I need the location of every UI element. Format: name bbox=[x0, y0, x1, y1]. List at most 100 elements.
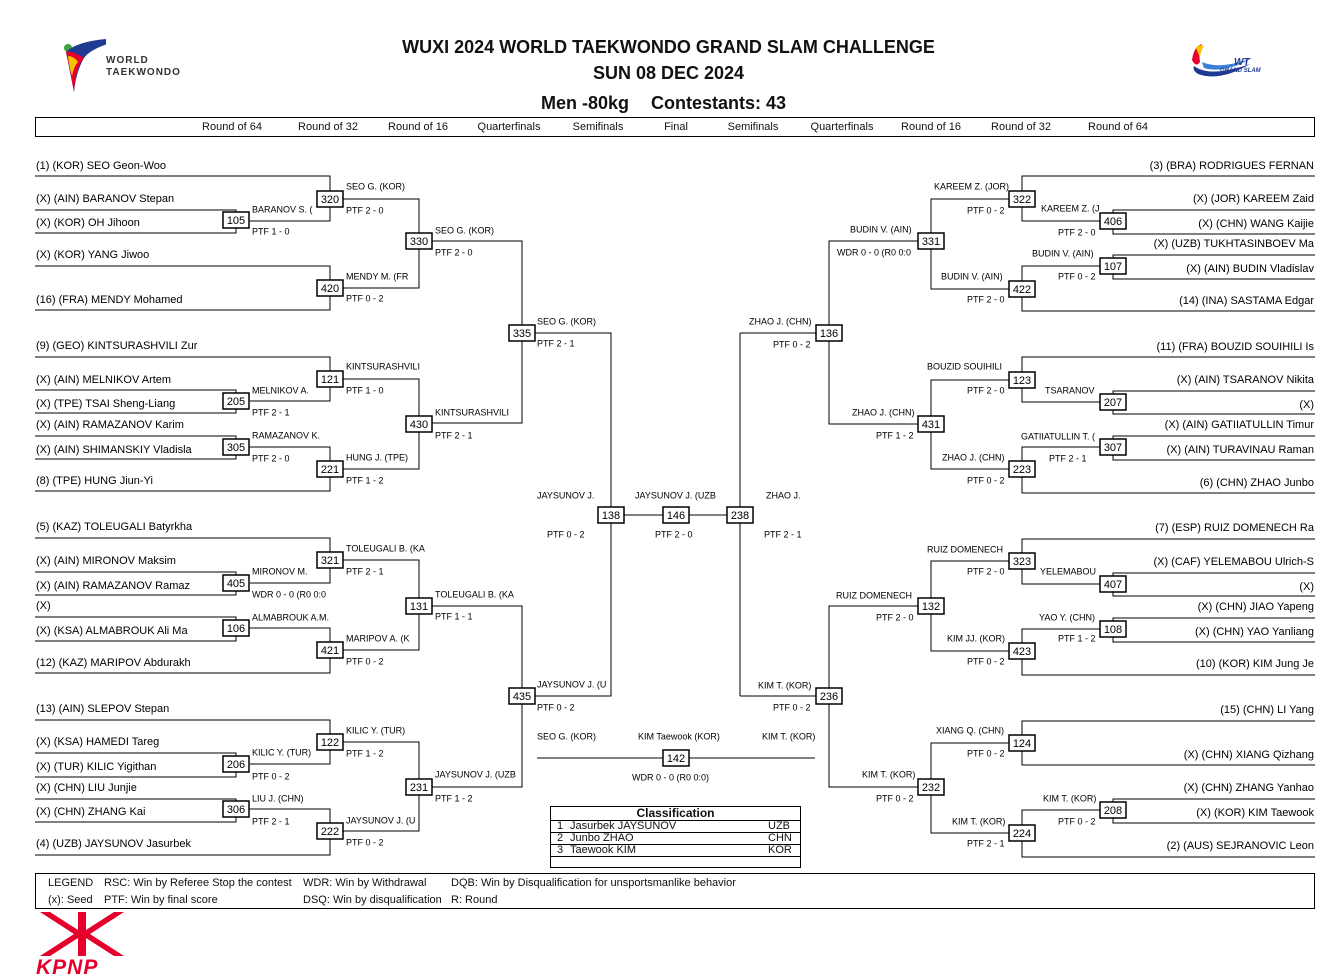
match-number: 232 bbox=[922, 782, 940, 794]
match-winner: BARANOV S. ( bbox=[252, 204, 313, 214]
match-score: PTF 1 - 2 bbox=[876, 430, 914, 440]
match-score: PTF 1 - 2 bbox=[346, 475, 384, 485]
round-label: Round of 64 bbox=[202, 121, 262, 133]
match-number: 306 bbox=[227, 804, 245, 816]
match-number: 323 bbox=[1013, 556, 1031, 568]
match-winner: LIU J. (CHN) bbox=[252, 793, 304, 803]
event-title: WUXI 2024 WORLD TAEKWONDO GRAND SLAM CHA… bbox=[402, 37, 935, 57]
match-number: 108 bbox=[1104, 624, 1122, 636]
match-number: 238 bbox=[731, 510, 749, 522]
match-score: PTF 0 - 2 bbox=[967, 656, 1005, 666]
match-number: 221 bbox=[321, 464, 339, 476]
match-score: PTF 2 - 1 bbox=[252, 816, 290, 826]
match-box bbox=[316, 279, 344, 297]
match-number: 138 bbox=[602, 510, 620, 522]
match-box bbox=[222, 392, 250, 410]
division-label: Men -80kg bbox=[541, 93, 630, 113]
match-box bbox=[316, 190, 344, 208]
logo-text-grand-slam: GRAND SLAM bbox=[1220, 68, 1261, 74]
competitor-name: (X) bbox=[36, 600, 51, 612]
competitor-name: (X) (AIN) TSARANOV Nikita bbox=[1177, 374, 1315, 386]
kpnp-logo: KPNP bbox=[34, 910, 130, 979]
classification-rank: 3 bbox=[557, 844, 564, 856]
competitor-name: (11) (FRA) BOUZID SOUIHILI Is bbox=[1157, 341, 1315, 353]
match-number: 305 bbox=[227, 442, 245, 454]
match-box bbox=[1008, 824, 1036, 842]
match-number: 407 bbox=[1104, 579, 1122, 591]
match-winner: SEO G. (KOR) bbox=[346, 181, 405, 191]
match-score: PTF 2 - 0 bbox=[252, 453, 290, 463]
competitor-name: (X) (AIN) RAMAZANOV Ramaz bbox=[36, 580, 190, 592]
match-score: PTF 2 - 1 bbox=[764, 529, 802, 539]
match-number: 106 bbox=[227, 623, 245, 635]
match-score: WDR 0 - 0 (R0 0:0 bbox=[837, 247, 911, 257]
world-taekwondo-logo-icon bbox=[64, 39, 106, 92]
match-number: 236 bbox=[820, 691, 838, 703]
match-score: PTF 1 - 2 bbox=[346, 748, 384, 758]
match-winner: ALMABROUK A.M. bbox=[252, 612, 329, 622]
match-winner: BUDIN V. (AIN) bbox=[1032, 248, 1094, 258]
match-winner: KIM T. (KOR) bbox=[1043, 793, 1096, 803]
match-score: PTF 0 - 2 bbox=[346, 293, 384, 303]
match-box bbox=[662, 506, 690, 524]
match-winner: HUNG J. (TPE) bbox=[346, 452, 408, 462]
match-score: PTF 2 - 0 bbox=[655, 529, 693, 539]
match-winner: BOUZID SOUIHILI bbox=[927, 361, 1002, 371]
match-number: 423 bbox=[1013, 646, 1031, 658]
match-box bbox=[1099, 257, 1127, 275]
competitor-name: (X) (AIN) MELNIKOV Artem bbox=[36, 374, 171, 386]
match-winner: TSARANOV bbox=[1045, 385, 1095, 395]
kpnp-emblem-icon bbox=[40, 912, 124, 956]
round-label: Round of 16 bbox=[901, 121, 961, 133]
match-box bbox=[222, 619, 250, 637]
match-box bbox=[917, 415, 945, 433]
match-score: PTF 1 - 0 bbox=[346, 385, 384, 395]
round-label: Round of 32 bbox=[991, 121, 1051, 133]
match-box bbox=[1008, 642, 1036, 660]
world-taekwondo-logo: WORLD TAEKWONDO bbox=[62, 36, 192, 94]
match-number: 422 bbox=[1013, 284, 1031, 296]
match-number: 121 bbox=[321, 374, 339, 386]
classification-rank: 1 bbox=[557, 820, 564, 832]
competitor-name: (4) (UZB) JAYSUNOV Jasurbek bbox=[36, 838, 192, 850]
logo-text-taekwondo: TAEKWONDO bbox=[106, 67, 181, 78]
match-winner: TOLEUGALI B. (KA bbox=[346, 543, 425, 553]
classification-row: 3 Taewook KIM KOR bbox=[551, 844, 800, 857]
match-score: PTF 0 - 2 bbox=[346, 656, 384, 666]
competitor-name: (X) (TUR) KILIC Yigithan bbox=[36, 761, 156, 773]
match-score: PTF 0 - 2 bbox=[537, 702, 575, 712]
wt-grand-slam-logo: WT GRAND SLAM bbox=[1190, 42, 1270, 82]
match-box bbox=[1099, 438, 1127, 456]
match-winner: YAO Y. (CHN) bbox=[1039, 612, 1095, 622]
match-winner: SEO G. (KOR) bbox=[537, 316, 596, 326]
match-number: 330 bbox=[410, 236, 428, 248]
competitor-name: (X) bbox=[1299, 581, 1314, 593]
round-label: Quarterfinals bbox=[810, 121, 874, 133]
bracket-line bbox=[419, 240, 523, 424]
match-winner: RAMAZANOV K. bbox=[252, 430, 320, 440]
classification-country: UZB bbox=[768, 820, 790, 832]
match-number: 435 bbox=[513, 691, 531, 703]
competitor-name: (X) (AIN) TURAVINAU Raman bbox=[1166, 444, 1314, 456]
match-number: 142 bbox=[667, 753, 685, 765]
match-winner: KINTSURASHVILI bbox=[435, 407, 509, 417]
competitor-name: (X) (CHN) WANG Kaijie bbox=[1198, 218, 1314, 230]
competitor-name: (X) (CHN) JIAO Yapeng bbox=[1198, 601, 1314, 613]
competitor-name: (X) bbox=[1299, 399, 1314, 411]
competitor-name: (X) (AIN) BUDIN Vladislav bbox=[1186, 263, 1314, 275]
competitor-name: (16) (FRA) MENDY Mohamed bbox=[36, 294, 183, 306]
competitor-name: (14) (INA) SASTAMA Edgar bbox=[1179, 295, 1314, 307]
competitor-name: (X) (AIN) MIRONOV Maksim bbox=[36, 555, 176, 567]
match-number: 123 bbox=[1013, 375, 1031, 387]
competitor-name: (12) (KAZ) MARIPOV Abdurakh bbox=[36, 657, 191, 669]
match-winner: JAYSUNOV J. (U bbox=[537, 679, 606, 689]
match-winner: TOLEUGALI B. (KA bbox=[435, 589, 514, 599]
match-score: PTF 1 - 1 bbox=[435, 611, 473, 621]
match-score: PTF 2 - 1 bbox=[252, 407, 290, 417]
match-number: 405 bbox=[227, 578, 245, 590]
round-label: Semifinals bbox=[727, 121, 779, 133]
match-box bbox=[597, 506, 625, 524]
match-winner: BUDIN V. (AIN) bbox=[941, 271, 1003, 281]
classification-name: Jasurbek JAYSUNOV bbox=[570, 820, 677, 832]
match-number: 224 bbox=[1013, 828, 1031, 840]
